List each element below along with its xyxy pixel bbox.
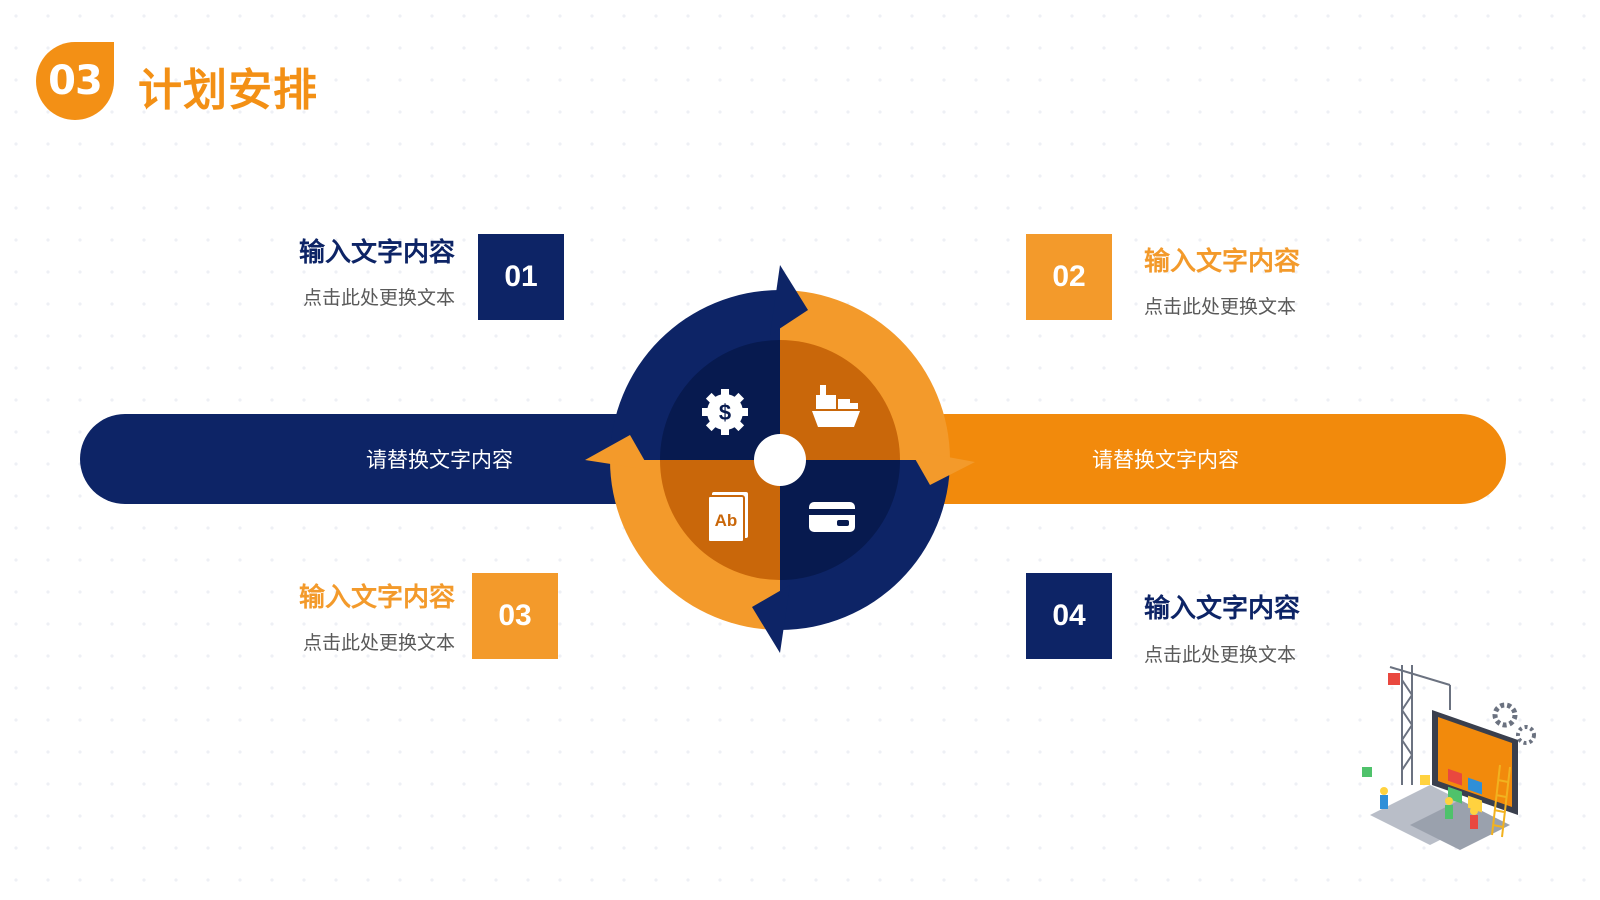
- item-3-title: 输入文字内容: [298, 583, 455, 613]
- wheel-center: [754, 434, 806, 486]
- arrow-right: [910, 450, 975, 485]
- item-4-number: 04: [1052, 599, 1086, 632]
- section-number-badge: 03: [36, 42, 114, 120]
- left-bar-label: 请替换文字内容: [366, 448, 513, 472]
- item-4-title: 输入文字内容: [1144, 594, 1301, 624]
- construction-illustration: [1362, 665, 1536, 850]
- gear-graphic-1: [1492, 702, 1518, 728]
- item-1-number: 01: [504, 260, 538, 293]
- arrow-bottom: [752, 585, 790, 653]
- dollar-gear-icon: $: [702, 389, 748, 435]
- section-number: 03: [48, 58, 103, 104]
- cycle-wheel: $ Ab: [585, 265, 975, 653]
- item-2-title: 输入文字内容: [1144, 247, 1301, 277]
- gear-graphic-2: [1516, 725, 1536, 745]
- ab-book-icon: Ab: [707, 492, 748, 543]
- item-4-number-box: 04: [1026, 573, 1112, 659]
- arrow-top: [770, 265, 808, 335]
- item-2-subtitle: 点击此处更换文本: [1144, 296, 1297, 318]
- cargo-ship-icon: [812, 385, 860, 427]
- arrow-left: [585, 435, 650, 470]
- right-bar-label: 请替换文字内容: [1092, 448, 1239, 472]
- item-3-number-box: 03: [472, 573, 558, 659]
- item-3-number: 03: [498, 599, 532, 632]
- svg-text:Ab: Ab: [715, 511, 738, 530]
- item-3-subtitle: 点击此处更换文本: [302, 632, 455, 654]
- item-4-subtitle: 点击此处更换文本: [1144, 644, 1297, 666]
- credit-card-icon: [809, 502, 855, 532]
- section-title: 计划安排: [138, 65, 318, 116]
- item-2-number-box: 02: [1026, 234, 1112, 320]
- item-2-number: 02: [1052, 260, 1086, 293]
- svg-text:$: $: [719, 400, 731, 425]
- item-1-number-box: 01: [478, 234, 564, 320]
- item-1-subtitle: 点击此处更换文本: [302, 287, 455, 309]
- crane-graphic: [1389, 665, 1451, 785]
- item-1-title: 输入文字内容: [298, 238, 455, 268]
- right-bar: 请替换文字内容: [900, 414, 1506, 504]
